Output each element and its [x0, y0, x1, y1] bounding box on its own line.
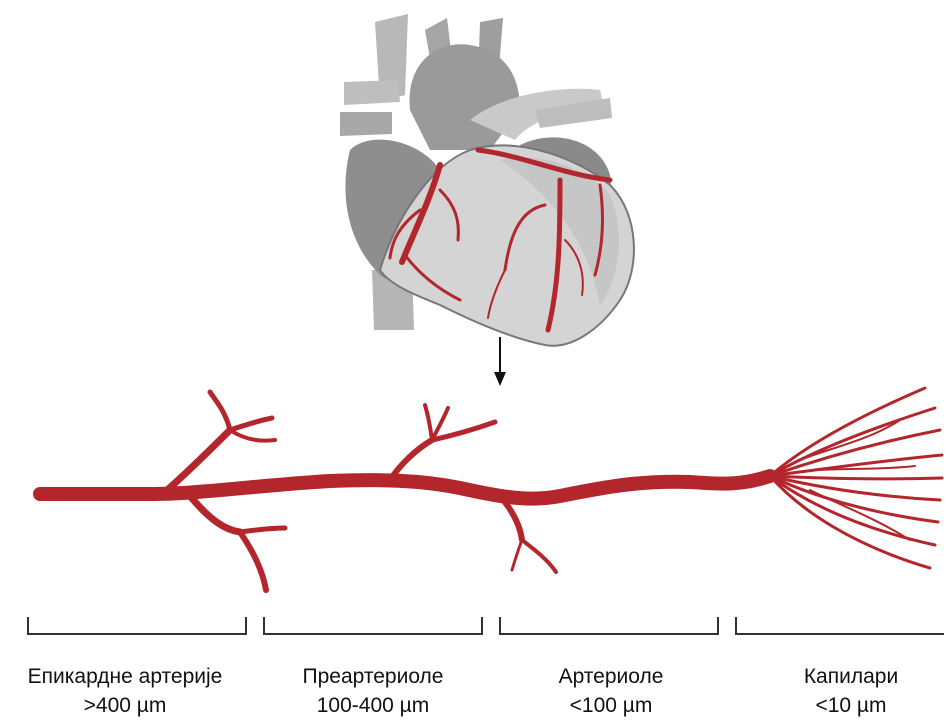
segment-brackets [28, 617, 944, 634]
bracket-prearteriole [264, 617, 482, 634]
branch-epicardial-lower-a [240, 528, 285, 532]
main-vessel-taper [560, 476, 770, 496]
pulmonary-vein-icon [340, 112, 392, 136]
segment-prearteriole-size: 100-400 µm [258, 691, 488, 720]
segment-prearteriole: Преартериоле 100-400 µm [258, 662, 488, 720]
segment-arteriole: Артериоле <100 µm [496, 662, 726, 720]
bracket-capillary [736, 617, 944, 634]
branch-epicardial-lower-b [240, 532, 266, 590]
segment-capillary: Капилари <10 µm [736, 662, 946, 720]
segment-epicardial: Епикардне артерије >400 µm [10, 662, 240, 720]
branch-prearteriole-upper [390, 440, 432, 480]
branch-epicardial-upper-c [230, 430, 275, 441]
arrow-down-icon [494, 337, 506, 386]
bracket-arteriole [500, 617, 718, 634]
vessel-tree [40, 388, 942, 590]
capillary-bed [770, 388, 942, 568]
segment-arteriole-size: <100 µm [496, 691, 726, 720]
branch-epicardial-lower [190, 496, 240, 532]
segment-capillary-size: <10 µm [736, 691, 946, 720]
branch-arteriole-lower-a [522, 540, 556, 572]
segment-arteriole-name: Артериоле [496, 662, 726, 691]
branch-prearteriole-upper-a [425, 405, 432, 440]
branch-arteriole-lower-b [512, 540, 522, 570]
branch-epicardial-upper [165, 430, 230, 492]
segment-capillary-name: Капилари [736, 662, 946, 691]
segment-prearteriole-name: Преартериоле [258, 662, 488, 691]
pulmonary-vein-icon [344, 80, 400, 105]
heart-icon [340, 14, 634, 346]
segment-epicardial-size: >400 µm [10, 691, 240, 720]
branch-epicardial-upper-b [230, 418, 272, 430]
bracket-epicardial [28, 617, 246, 634]
branch-epicardial-upper-a [210, 392, 230, 430]
segment-epicardial-name: Епикардне артерије [10, 662, 240, 691]
